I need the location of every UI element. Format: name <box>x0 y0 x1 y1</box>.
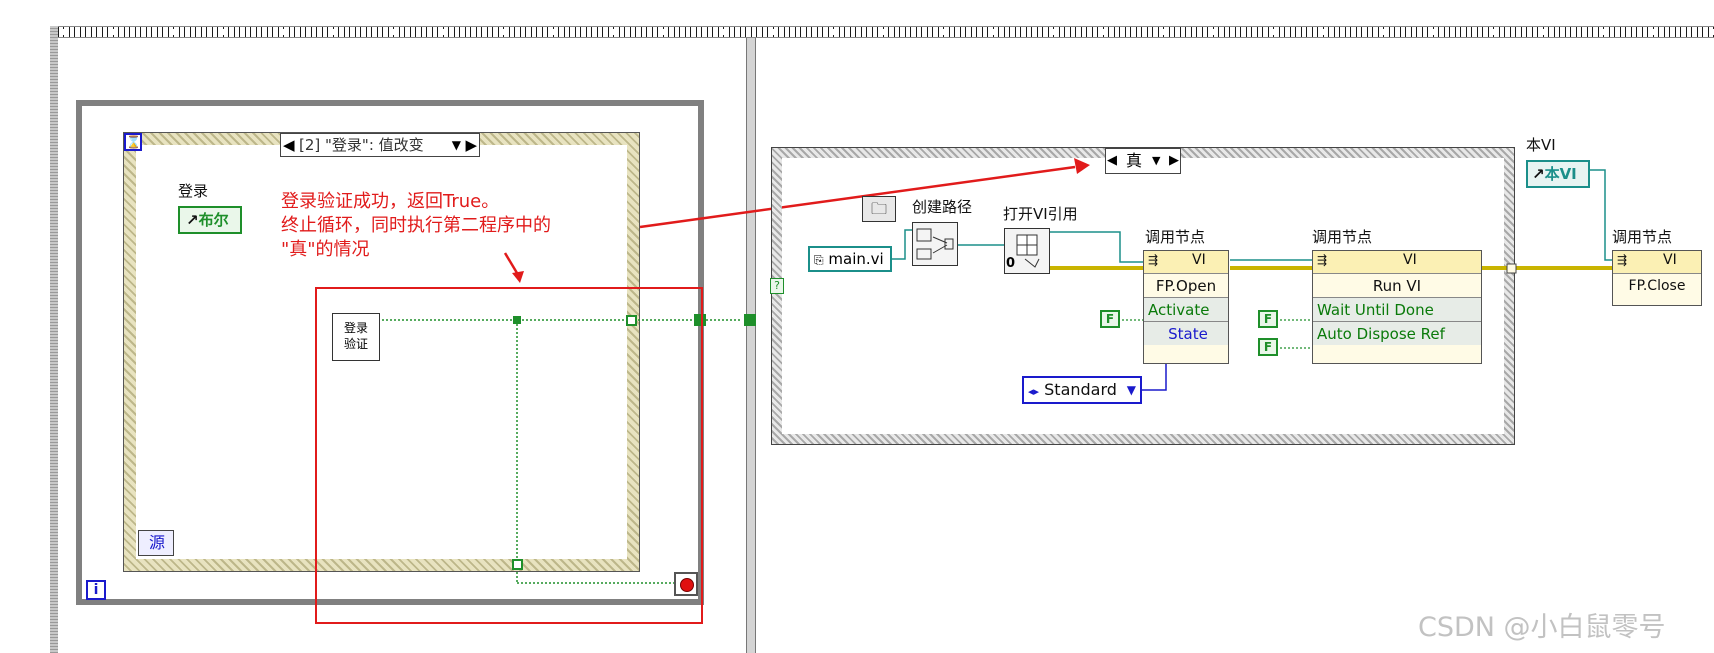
invoke-1-param-state[interactable]: State <box>1144 321 1228 345</box>
folder-icon: 🗀 <box>862 196 896 222</box>
this-vi-ref-icon: ↗ <box>1532 165 1545 183</box>
path-constant[interactable]: ⎘ main.vi <box>808 246 892 272</box>
enum-dropdown-icon[interactable]: ▼ <box>1126 383 1136 397</box>
invoke-1-ref-in-icon: ⇶ <box>1148 253 1159 267</box>
open-vi-ref-label: 打开VI引用 <box>1003 205 1078 223</box>
enum-increment-icon: ◂▸ <box>1028 385 1040 398</box>
selector-prev-arrow-icon[interactable]: ◀ <box>283 136 295 154</box>
login-bool-control[interactable]: ↗布尔 <box>178 206 242 234</box>
wait-false-const[interactable]: F <box>1258 310 1278 328</box>
stop-icon <box>680 578 694 592</box>
case-dropdown-icon[interactable]: ▼ <box>1152 154 1161 167</box>
flat-sequence-divider <box>746 38 756 653</box>
login-label: 登录 <box>178 182 209 200</box>
event-source-node[interactable]: 源 <box>138 530 174 556</box>
case-selector-terminal[interactable]: ? <box>770 278 784 294</box>
open-vi-ref-node[interactable] <box>1004 228 1050 274</box>
invoke-2-method[interactable]: Run VI <box>1313 273 1481 298</box>
open-vi-ref-zero: 0 <box>1006 256 1016 271</box>
event-selector-text: [2] "登录": 值改变 <box>299 136 424 154</box>
refnum-arrow-icon: ↗ <box>186 211 199 229</box>
flat-sequence-frame-top <box>50 26 1714 38</box>
invoke-3-ref-in-icon: ⇶ <box>1617 253 1628 267</box>
case-selector[interactable]: ◀ 真 ▼ ▶ <box>1105 148 1181 174</box>
invoke-3-method[interactable]: FP.Close <box>1613 273 1701 298</box>
this-vi-label: 本VI <box>1526 136 1556 154</box>
loop-iteration-terminal[interactable]: i <box>86 580 106 600</box>
event-case-selector[interactable]: ◀ [2] "登录": 值改变 ▼ ▶ <box>280 133 480 157</box>
event-bottom-tunnel <box>512 559 523 570</box>
login-verify-subvi[interactable]: 登录 验证 <box>332 313 380 361</box>
invoke-node-1-label: 调用节点 <box>1145 228 1206 246</box>
activate-false-const[interactable]: F <box>1100 310 1120 328</box>
invoke-node-1[interactable]: ⇶ VI FP.Open Activate State <box>1143 250 1229 364</box>
watermark: CSDN @小白鼠零号 <box>1418 612 1666 643</box>
annotation-text: 登录验证成功，返回True。 终止循环，同时执行第二程序中的 "真"的情况 <box>281 191 551 260</box>
build-path-node[interactable] <box>912 222 958 266</box>
case-next-arrow-icon[interactable]: ▶ <box>1169 153 1179 168</box>
selector-next-arrow-icon[interactable]: ▶ <box>465 136 477 154</box>
case-prev-arrow-icon[interactable]: ◀ <box>1107 153 1117 168</box>
invoke-2-param-wait[interactable]: Wait Until Done <box>1313 297 1481 321</box>
state-enum-constant[interactable]: ◂▸ Standard ▼ <box>1022 376 1142 404</box>
invoke-node-2[interactable]: ⇶ VI Run VI Wait Until Done Auto Dispose… <box>1312 250 1482 364</box>
open-vi-ref-icon <box>1016 234 1040 268</box>
invoke-2-param-dispose[interactable]: Auto Dispose Ref <box>1313 321 1481 345</box>
invoke-node-3[interactable]: ⇶ VI FP.Close <box>1612 250 1702 306</box>
path-icon: ⎘ <box>814 253 824 267</box>
sequence-tunnel <box>744 314 756 326</box>
build-path-icon <box>916 228 954 260</box>
wire-junction <box>513 316 521 324</box>
selector-dropdown-icon[interactable]: ▼ <box>451 138 461 152</box>
dispose-false-const[interactable]: F <box>1258 338 1278 356</box>
invoke-node-3-label: 调用节点 <box>1612 228 1673 246</box>
stop-terminal[interactable] <box>674 572 698 596</box>
case-tunnel-out <box>1506 263 1517 274</box>
invoke-2-ref-in-icon: ⇶ <box>1317 253 1328 267</box>
event-timeout-icon[interactable]: ⌛ <box>124 133 142 151</box>
invoke-1-method[interactable]: FP.Open <box>1144 273 1228 298</box>
this-vi-control[interactable]: ↗本VI <box>1526 160 1590 188</box>
event-tunnel <box>626 315 637 326</box>
invoke-node-2-label: 调用节点 <box>1312 228 1373 246</box>
flat-sequence-left-border <box>50 26 58 653</box>
invoke-1-param-activate[interactable]: Activate <box>1144 297 1228 321</box>
build-path-label: 创建路径 <box>912 198 973 216</box>
